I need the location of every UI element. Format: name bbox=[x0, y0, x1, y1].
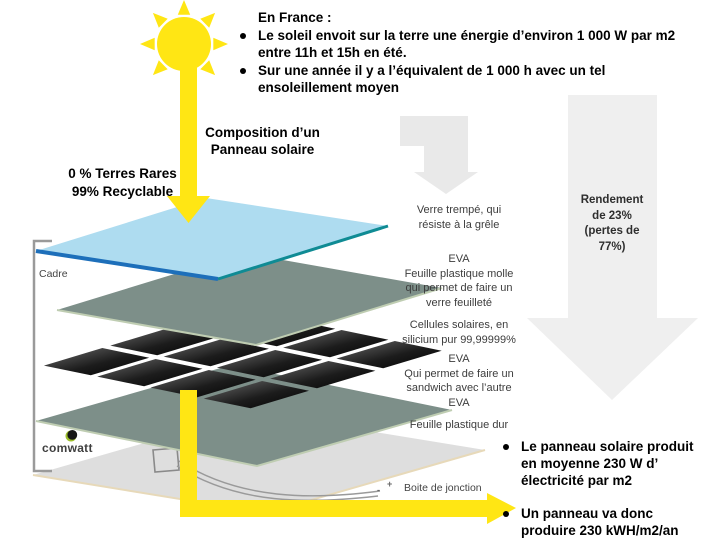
comwatt-logo-icon bbox=[65, 430, 78, 442]
brand-name: comwatt bbox=[42, 441, 93, 455]
output-block: Le panneau solaire produit en moyenne 23… bbox=[503, 438, 721, 549]
output-elbow-arrow-icon bbox=[180, 390, 516, 524]
bent-down-arrow-icon bbox=[400, 116, 478, 194]
intro-bullet-1-text: Le soleil envoit sur la terre une énergi… bbox=[258, 27, 676, 61]
label-eva-bottom: EVA Qui permet de faire un sandwich avec… bbox=[404, 353, 514, 409]
intro-bullet-1: Le soleil envoit sur la terre une énergi… bbox=[240, 27, 718, 62]
bullet-dot bbox=[503, 444, 509, 450]
efficiency-arrow-icon bbox=[527, 95, 698, 400]
output-bullet-1-text: Le panneau solaire produit en moyenne 23… bbox=[521, 439, 694, 488]
label-junction-box: Boite de jonction bbox=[404, 482, 482, 494]
intro-heading: En France : bbox=[258, 10, 332, 25]
sun-down-arrow-icon bbox=[167, 44, 210, 223]
layer-glass bbox=[35, 198, 389, 281]
frame-label: Cadre bbox=[39, 268, 68, 280]
label-cells: Cellules solaires, en silicium pur 99,99… bbox=[402, 319, 516, 346]
efficiency-text: Rendement de 23% (pertes de 77%) bbox=[580, 194, 644, 253]
diagram-title: Composition d’un Panneau solaire bbox=[205, 125, 320, 157]
junction-plus-sign: + bbox=[387, 479, 393, 489]
label-backsheet: Feuille plastique dur bbox=[409, 419, 509, 431]
layer-eva-bottom bbox=[35, 365, 453, 468]
bullet-dot bbox=[240, 32, 246, 39]
frame-bracket bbox=[32, 239, 52, 473]
bullet-dot bbox=[503, 511, 509, 517]
output-bullet-1: Le panneau solaire produit en moyenne 23… bbox=[503, 438, 721, 489]
junction-minus-sign: - bbox=[377, 485, 380, 495]
intro-bullet-2-text: Sur une année il y a l’équivalent de 1 0… bbox=[258, 62, 606, 96]
bullet-dot bbox=[240, 67, 246, 74]
eco-badge: 0 % Terres Rares 99% Recyclable bbox=[68, 166, 177, 199]
output-bullet-2-text: Un panneau va donc produire 230 kWH/m2/a… bbox=[521, 506, 679, 538]
label-eva-top: EVA Feuille plastique molle qui permet d… bbox=[404, 253, 514, 309]
intro-bullet-2: Sur une année il y a l’équivalent de 1 0… bbox=[240, 62, 718, 97]
intro-block: En France : Le soleil envoit sur la terr… bbox=[240, 9, 718, 97]
label-glass: Verre trempé, qui résiste à la grêle bbox=[416, 204, 502, 231]
layer-eva-top bbox=[56, 253, 443, 347]
output-bullet-2: Un panneau va donc produire 230 kWH/m2/a… bbox=[503, 505, 721, 539]
